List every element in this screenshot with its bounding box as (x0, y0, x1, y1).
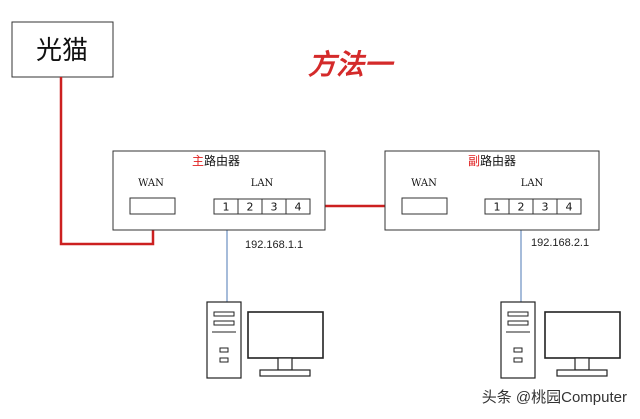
watermark: 头条 @桃园Computer (482, 389, 627, 406)
main-lan-port-label-4: 4 (295, 201, 302, 214)
sub-lan-port-label-1: 1 (494, 201, 501, 214)
sub-lan-port-label-2: 2 (518, 201, 525, 214)
sub-router-title-rest: 路由器 (480, 153, 516, 168)
sub-lan-label: LAN (521, 178, 544, 189)
main-wan-port (129, 197, 176, 215)
main-router: 主路由器 WAN LAN 1 2 3 4 192.168.1.1 (112, 150, 326, 251)
sub-pc (500, 301, 621, 379)
sub-lan-port-label-4: 4 (566, 201, 573, 214)
sub-wan-port (401, 197, 448, 215)
sub-router: 副路由器 WAN LAN 1 2 3 4 192.168.2.1 (384, 150, 600, 249)
main-router-title: 主路由器 (192, 153, 240, 168)
sub-pc-monitor (544, 311, 621, 377)
main-lan-label: LAN (251, 178, 274, 189)
main-router-title-accent: 主 (192, 154, 204, 168)
modem: 光猫 (11, 21, 114, 78)
modem-label: 光猫 (36, 36, 88, 66)
main-lan-port-label-3: 3 (271, 201, 278, 214)
main-lan-port-label-2: 2 (247, 201, 254, 214)
sub-lan-port-4 (556, 198, 582, 215)
main-lan-ports: 1 2 3 4 (213, 198, 311, 215)
diagram-title: 方法一 (308, 48, 395, 81)
main-pc-monitor (247, 311, 324, 377)
sub-router-box (384, 150, 600, 231)
main-router-box (112, 150, 326, 231)
sub-router-ip: 192.168.2.1 (531, 237, 589, 249)
main-pc-tower (206, 301, 242, 379)
main-wan-label: WAN (138, 178, 164, 189)
modem-box (11, 21, 114, 78)
main-lan-port-4 (285, 198, 311, 215)
sub-router-title: 副路由器 (468, 153, 516, 168)
main-pc (206, 301, 324, 379)
main-router-ip: 192.168.1.1 (245, 239, 303, 251)
sub-lan-port-label-3: 3 (542, 201, 549, 214)
sub-pc-tower (500, 301, 536, 379)
sub-wan-label: WAN (411, 178, 437, 189)
sub-router-title-accent: 副 (468, 154, 480, 168)
main-lan-port-label-1: 1 (223, 201, 230, 214)
sub-lan-ports: 1 2 3 4 (484, 198, 582, 215)
main-router-title-rest: 路由器 (204, 153, 240, 168)
